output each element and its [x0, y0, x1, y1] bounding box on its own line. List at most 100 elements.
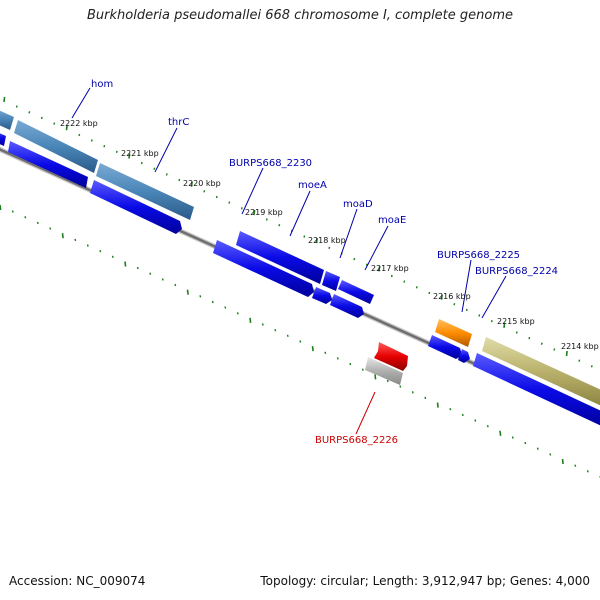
scale-tick	[224, 306, 227, 309]
scale-tick	[436, 402, 439, 408]
scale-tick	[565, 350, 568, 357]
leader-2224	[481, 275, 507, 319]
scale-tick	[15, 105, 18, 108]
gene-label-burps668-2230[interactable]: BURPS668_2230	[229, 158, 312, 169]
scale-tick	[440, 294, 443, 300]
scale-tick	[374, 374, 377, 380]
upper-tick-row	[3, 96, 593, 368]
gene-feature-olive[interactable]	[482, 337, 600, 408]
leader-hom	[71, 87, 91, 119]
cds-feature-small-b[interactable]	[330, 294, 364, 318]
scale-tick	[424, 396, 427, 400]
cds-feature-small-a[interactable]	[312, 287, 332, 304]
gene-label-burps668-2225[interactable]: BURPS668_2225	[437, 250, 520, 261]
scale-tick	[190, 181, 193, 187]
gene-feature-thrC[interactable]	[96, 163, 194, 220]
leader-2225	[461, 259, 472, 313]
gene-label-moeA[interactable]: moeA	[298, 180, 327, 191]
scale-tick	[253, 209, 256, 215]
gene-label-moaD[interactable]: moaD	[343, 199, 373, 210]
scale-tick	[165, 173, 168, 176]
scale-tick	[490, 319, 493, 323]
leader-2226	[355, 391, 376, 435]
scale-tick	[178, 178, 181, 182]
cds-feature-moaD[interactable]	[322, 271, 340, 291]
gene-feature-orange[interactable]	[435, 319, 472, 347]
leader-moaD	[339, 208, 358, 259]
scale-tick	[324, 351, 327, 355]
scale-tick	[186, 289, 189, 295]
scale-tick	[111, 255, 114, 259]
scale-tick	[65, 125, 68, 131]
scale-tick	[503, 322, 506, 328]
cds-feature-2230[interactable]	[236, 231, 324, 284]
cds-feature-2224[interactable]	[473, 353, 600, 428]
scale-tick	[136, 266, 139, 270]
kbp-label: 2216 kbp	[433, 292, 471, 301]
scale-tick	[511, 436, 514, 439]
cds-feature-thrC[interactable]	[90, 180, 182, 234]
scale-tick	[515, 331, 518, 334]
scale-tick	[161, 278, 164, 281]
scale-tick	[578, 359, 581, 362]
gene-label-hom[interactable]: hom	[91, 79, 113, 90]
scale-tick	[74, 238, 77, 242]
scale-tick	[499, 430, 502, 436]
scale-tick	[399, 385, 402, 388]
gene-feature-hom[interactable]	[14, 120, 98, 173]
cds-feature-left-2[interactable]	[8, 141, 88, 188]
scale-tick	[574, 464, 577, 467]
scale-tick	[528, 336, 531, 340]
cds-feature-moeA[interactable]	[213, 240, 314, 297]
scale-tick	[536, 447, 539, 450]
map-title: Burkholderia pseudomallei 668 chromosome…	[86, 8, 514, 23]
scale-tick	[49, 227, 52, 230]
scale-tick	[590, 365, 593, 368]
gene-label-moaE[interactable]: moaE	[378, 215, 406, 226]
cds-feature-moaE[interactable]	[338, 280, 374, 304]
gene-label-burps668-2226[interactable]: BURPS668_2226	[315, 435, 398, 446]
gene-feature-red[interactable]	[374, 342, 408, 371]
scale-tick	[115, 150, 118, 154]
scale-tick	[336, 357, 339, 360]
scale-tick	[240, 207, 243, 210]
scale-tick	[203, 190, 206, 193]
scale-tick	[153, 167, 156, 170]
gene-feature-gray[interactable]	[365, 357, 403, 385]
scale-tick	[461, 413, 464, 417]
gene-label-thrC[interactable]: thrC	[168, 117, 189, 128]
scale-tick	[449, 407, 452, 411]
lower-tick-row	[0, 204, 600, 479]
scale-tick	[140, 161, 143, 165]
scale-tick	[24, 216, 27, 219]
scale-tick	[353, 257, 356, 261]
leader-moeA	[289, 190, 311, 237]
scale-tick	[274, 328, 277, 332]
scale-tick	[478, 314, 481, 317]
kbp-label: 2222 kbp	[60, 119, 98, 128]
scale-tick	[53, 122, 56, 125]
cds-feature-left-1[interactable]	[0, 130, 6, 146]
kbp-label: 2215 kbp	[497, 317, 535, 326]
cds-feature-2225[interactable]	[428, 335, 462, 359]
scale-tick	[11, 210, 14, 213]
cds-feature-arrow-small[interactable]	[458, 349, 470, 363]
scale-tick	[265, 218, 268, 221]
scale-tick	[40, 116, 43, 120]
scale-tick	[411, 391, 414, 394]
scale-tick	[278, 223, 281, 227]
scale-tick	[540, 342, 543, 345]
scale-tick	[86, 244, 89, 247]
scale-tick	[215, 195, 218, 199]
scale-tick	[486, 424, 489, 428]
gene-label-burps668-2224[interactable]: BURPS668_2224	[475, 266, 558, 277]
gene-feature-steel-left[interactable]	[0, 108, 14, 130]
scale-tick	[365, 263, 368, 266]
scale-tick	[249, 317, 252, 323]
scale-tick	[228, 201, 231, 204]
scale-tick	[211, 300, 214, 304]
scale-tick	[315, 238, 318, 244]
scale-tick	[415, 286, 418, 289]
scale-tick	[103, 144, 106, 148]
scale-tick	[390, 274, 393, 278]
